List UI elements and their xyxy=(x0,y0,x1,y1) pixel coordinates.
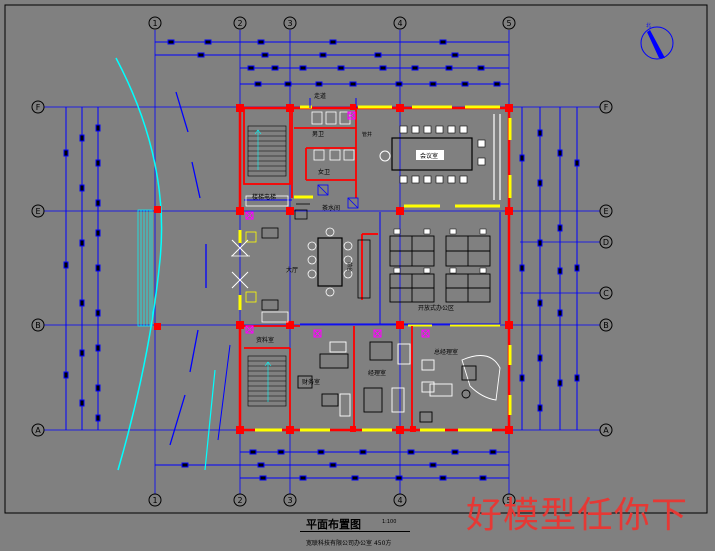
dimension-chains xyxy=(63,39,580,481)
columns xyxy=(236,104,513,434)
axis-label-right-B: B xyxy=(603,321,609,330)
axis-label-right-A: A xyxy=(603,426,609,435)
axis-label-bottom-3: 3 xyxy=(287,496,292,505)
room-label-gm: 总经理室 xyxy=(434,348,458,356)
meeting-room-furniture xyxy=(379,114,501,200)
room-label-reception: 前台 xyxy=(346,262,353,272)
axis-label-right-E: E xyxy=(603,207,608,216)
stairs-top xyxy=(247,125,287,177)
drawing-area: 450方 xyxy=(373,540,392,547)
axis-label-top-3: 3 xyxy=(287,19,292,28)
curved-facade xyxy=(115,57,231,471)
stairs-bottom xyxy=(247,355,287,407)
axis-bubbles xyxy=(31,16,613,507)
axis-label-right-C: C xyxy=(603,289,609,298)
axis-label-bottom-1: 1 xyxy=(152,496,157,505)
compass-label: 北 xyxy=(646,22,651,29)
drawing-title: 平面布置图 xyxy=(306,518,361,531)
windows xyxy=(238,105,512,432)
room-label-archive: 资料室 xyxy=(256,336,274,344)
room-label-meeting: 会议室 xyxy=(420,152,438,160)
axis-label-left-F: F xyxy=(36,103,41,112)
drawing-frame xyxy=(4,4,708,514)
room-label-open-office: 开放式办公区 xyxy=(418,304,454,312)
room-labels: 会议室 大厅 开放式办公区 财务室 经理室 总经理室 男卫 女卫 茶水间 资料室… xyxy=(252,92,458,386)
room-label-stair-elevator: 楼梯电梯 xyxy=(252,193,276,201)
axis-label-bottom-5: 5 xyxy=(506,496,511,505)
axis-label-top-5: 5 xyxy=(506,19,511,28)
axis-label-top-2: 2 xyxy=(237,19,242,28)
drawing-subtitle-text: 宽联科技有限公司办公室 xyxy=(306,540,373,547)
entrance-steps xyxy=(137,209,153,327)
room-label-hall: 走道 xyxy=(314,92,326,100)
room-label-manager: 经理室 xyxy=(368,369,386,377)
interior-walls xyxy=(243,107,413,430)
workstation-chairs xyxy=(393,228,487,274)
axis-label-top-1: 1 xyxy=(152,19,157,28)
axis-label-left-B: B xyxy=(35,321,41,330)
axis-labels: 1 2 3 4 5 1 2 3 4 5 F E B A F E D C B A xyxy=(35,19,609,505)
room-label-male-wc: 男卫 xyxy=(312,131,324,138)
room-label-lobby: 大厅 xyxy=(286,266,298,274)
axis-label-left-E: E xyxy=(35,207,40,216)
north-compass: 北 xyxy=(640,22,674,60)
title-block: 平面布置图 1:100 宽联科技有限公司办公室 450方 xyxy=(300,516,410,551)
room-label-tea: 茶水间 xyxy=(322,204,340,212)
room-label-female-wc: 女卫 xyxy=(318,168,330,176)
room-label-shaft: 管井 xyxy=(362,131,372,138)
axis-label-bottom-2: 2 xyxy=(237,496,242,505)
axis-label-left-A: A xyxy=(35,426,41,435)
drawing-subtitle: 宽联科技有限公司办公室 450方 xyxy=(306,538,391,547)
axis-label-top-4: 4 xyxy=(397,19,402,28)
restroom-fixtures xyxy=(294,111,359,220)
lobby-furniture xyxy=(231,195,371,323)
axis-label-right-F: F xyxy=(604,103,609,112)
equipment-markers xyxy=(245,111,430,338)
office-furniture xyxy=(297,341,501,423)
drawing-scale: 1:100 xyxy=(382,519,397,525)
title-underline xyxy=(300,531,410,532)
watermark-text: 好模型任你下 xyxy=(466,495,689,536)
axis-label-right-D: D xyxy=(603,238,609,247)
room-label-finance: 财务室 xyxy=(302,378,320,386)
workstations xyxy=(389,235,491,303)
axis-label-bottom-4: 4 xyxy=(397,496,402,505)
